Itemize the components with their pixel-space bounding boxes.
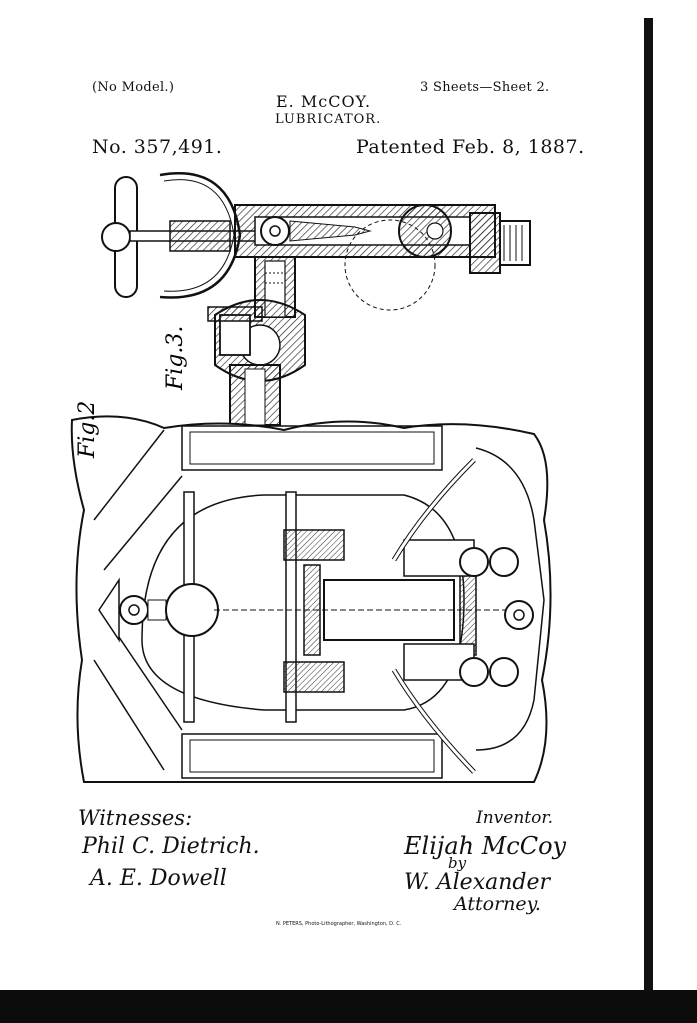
figure-2-label: Fig.2. xyxy=(75,400,100,459)
witnesses-label: Witnesses: xyxy=(78,806,193,830)
scan-bottom-bar xyxy=(0,990,697,1023)
by-label: by xyxy=(448,854,467,872)
sheet-count: 3 Sheets—Sheet 2. xyxy=(420,80,550,95)
attorney-label: Attorney. xyxy=(454,893,541,915)
attorney-signature: W. Alexander xyxy=(404,870,551,895)
patent-number: No. 357,491. xyxy=(92,136,223,158)
scan-edge-bar xyxy=(644,18,653,1003)
engraver-credit: N. PETERS, Photo-Lithographer, Washingto… xyxy=(276,921,402,927)
figure-3-drawing: Fig.3. xyxy=(101,172,531,426)
figure-3-label: Fig.3. xyxy=(163,326,188,391)
witness-2-signature: A. E. Dowell xyxy=(90,866,227,891)
inventor-name: E. McCOY. xyxy=(276,92,372,111)
inventor-signature: Elijah McCoy xyxy=(404,832,567,860)
figure-2-drawing: Fig.2. xyxy=(70,400,552,783)
no-model-label: (No Model.) xyxy=(92,80,175,95)
patented-date: Patented Feb. 8, 1887. xyxy=(356,136,585,158)
witness-1-signature: Phil C. Dietrich. xyxy=(82,834,260,859)
patent-title: LUBRICATOR. xyxy=(275,112,382,127)
inventor-label: Inventor. xyxy=(476,808,554,828)
